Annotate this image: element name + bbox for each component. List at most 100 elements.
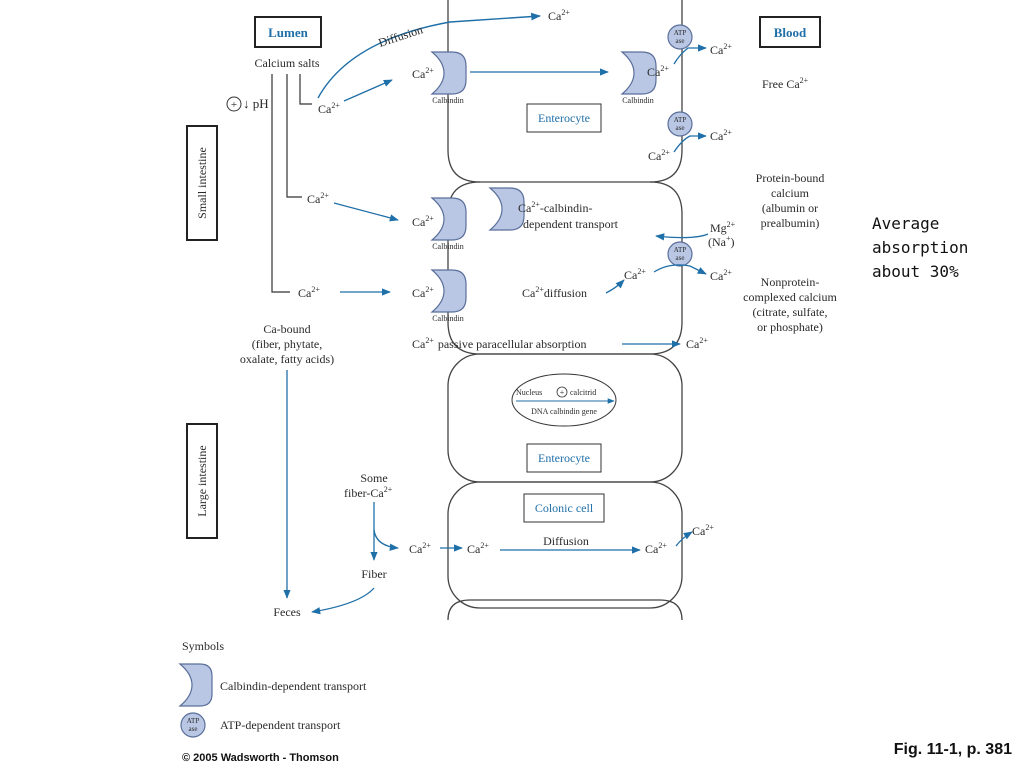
- calbindin-icon: [620, 51, 657, 95]
- svg-text:+: +: [560, 388, 565, 397]
- svg-text:Ca2+: Ca2+: [692, 523, 714, 538]
- svg-text:Ca2+: Ca2+: [412, 214, 434, 229]
- blood-label: Blood: [774, 25, 807, 40]
- svg-text:Ca2+: Ca2+: [318, 101, 340, 116]
- calbindin-icon: [430, 269, 467, 313]
- diffusion-label-colon: Diffusion: [543, 534, 589, 548]
- svg-text:Ca2+: Ca2+: [298, 285, 320, 300]
- svg-text:ase: ase: [189, 725, 198, 733]
- svg-text:Ca2+: Ca2+: [412, 66, 434, 81]
- ca-bound-label: Ca-bound (fiber, phytate, oxalate, fatty…: [240, 322, 334, 366]
- enterocyte-label-1: Enterocyte: [538, 111, 590, 125]
- ca-top-right: Ca2+: [548, 8, 570, 23]
- feces-label: Feces: [273, 605, 301, 619]
- svg-text:ATP: ATP: [187, 717, 200, 725]
- colon-flow-arrows: [311, 502, 693, 615]
- atpase-arrows: [653, 44, 709, 275]
- svg-text:prealbumin): prealbumin): [761, 216, 820, 230]
- blood-ca-labels: Ca2+ Ca2+ Ca2+ Ca2+: [648, 42, 732, 283]
- colonic-cell-box: [523, 493, 605, 523]
- atpase-icon: ATP ase: [667, 24, 693, 50]
- svg-text:Calbindin: Calbindin: [432, 314, 464, 323]
- lumen-label: Lumen: [268, 25, 309, 40]
- free-ca-label: Free Ca2+: [762, 76, 809, 91]
- svg-text:Ca2+: Ca2+: [648, 148, 670, 163]
- ca-paracellular-right: Ca2+: [686, 336, 708, 351]
- svg-text:(citrate, sulfate,: (citrate, sulfate,: [753, 305, 828, 319]
- svg-text:Ca-bound: Ca-bound: [263, 322, 310, 336]
- some-label: Some: [360, 471, 387, 485]
- svg-text:oxalate, fatty acids): oxalate, fatty acids): [240, 352, 334, 366]
- nucleus-label: Nucleus: [516, 388, 542, 397]
- fiber-label: Fiber: [361, 567, 386, 581]
- calcium-salts-label: Calcium salts: [255, 56, 320, 70]
- svg-text:Ca2+: Ca2+: [645, 541, 667, 556]
- ca-diffusion-text: Ca2+diffusion: [522, 285, 587, 300]
- calbindin-transport-text-2: dependent transport: [523, 217, 619, 231]
- diffusion-arrow-cell2: [605, 279, 625, 294]
- large-intestine-box: [186, 423, 218, 539]
- nonprotein-label: Nonprotein- complexed calcium (citrate, …: [743, 275, 837, 334]
- copyright: © 2005 Wadsworth - Thomson: [182, 752, 339, 764]
- ca-cell2-right: Ca2+: [624, 267, 646, 282]
- svg-text:Ca2+: Ca2+: [412, 285, 434, 300]
- svg-text:Ca2+: Ca2+: [307, 191, 329, 206]
- absorption-annotation: Average absorption about 30%: [872, 212, 1012, 284]
- calcitriol-label: calcitrid: [570, 388, 596, 397]
- small-intestine-box: [186, 125, 218, 241]
- large-intestine-label: Large intestine: [195, 445, 209, 516]
- svg-text:↓ pH: ↓ pH: [243, 96, 269, 111]
- svg-text:or phosphate): or phosphate): [757, 320, 823, 334]
- svg-text:ase: ase: [676, 254, 685, 262]
- na-label: (Na+): [708, 234, 735, 249]
- svg-text:Ca2+: Ca2+: [647, 64, 669, 79]
- small-intestine-label: Small intestine: [195, 147, 209, 219]
- nucleus: [511, 373, 617, 427]
- enterocyte-box-2: [526, 443, 602, 473]
- calbindin-icon: [430, 51, 467, 95]
- svg-text:ATP: ATP: [674, 246, 687, 254]
- dna-gene-label: DNA calbindin gene: [531, 407, 597, 416]
- colon-ca-labels: Ca2+ Ca2+ Ca2+ Ca2+: [409, 523, 714, 556]
- svg-text:ase: ase: [676, 37, 685, 45]
- cell-ca-labels: Ca2+ Ca2+ Ca2+ Ca2+: [412, 64, 669, 300]
- calbindin-labels: Calbindin Calbindin Calbindin Calbindin: [432, 96, 654, 323]
- atpase-pumps: ATP ase ATP ase ATP ase: [667, 24, 693, 267]
- svg-text:ATP: ATP: [674, 29, 687, 37]
- ph-indicator: + ↓ pH: [226, 96, 269, 112]
- svg-text:Ca2+: Ca2+: [409, 541, 431, 556]
- colonic-cell-label: Colonic cell: [535, 501, 594, 515]
- legend-calbindin-label: Calbindin-dependent transport: [220, 679, 367, 693]
- colonic-cell: [447, 481, 683, 609]
- svg-text:Ca2+: Ca2+: [467, 541, 489, 556]
- atpase-icon: ATP ase: [667, 111, 693, 137]
- lumen-box: [254, 16, 322, 48]
- mg-label: Mg2+: [710, 220, 736, 235]
- calbindin-icon: [178, 663, 213, 707]
- svg-text:Ca2+: Ca2+: [710, 42, 732, 57]
- symbols-title: Symbols: [182, 639, 224, 653]
- svg-text:(albumin or: (albumin or: [762, 201, 818, 215]
- annotation-line: about 30%: [872, 262, 959, 281]
- calbindin-shapes: [430, 51, 657, 313]
- paracellular-text: Ca2+passive paracellular absorption: [412, 336, 586, 351]
- atpase-icon: ATP ase: [667, 241, 693, 267]
- svg-text:calcium: calcium: [771, 186, 810, 200]
- svg-text:(fiber, phytate,: (fiber, phytate,: [252, 337, 323, 351]
- annotation-line: absorption: [872, 238, 969, 257]
- fiber-ca-label: fiber-Ca2+: [344, 485, 393, 500]
- enterocyte-box-1: [526, 103, 602, 133]
- enterocyte-cell-1: [447, 0, 683, 183]
- figure-reference: Fig. 11-1, p. 381: [893, 741, 1012, 758]
- lumen-ca-labels: Ca2+ Ca2+ Ca2+: [298, 101, 340, 300]
- calbindin-transport-text: Ca2+-calbindin-: [518, 200, 593, 215]
- plus-icon: [556, 386, 568, 398]
- svg-text:ase: ase: [676, 124, 685, 132]
- svg-text:complexed calcium: complexed calcium: [743, 290, 837, 304]
- diffusion-curve-top: [317, 12, 541, 99]
- lumen-to-cell-arrows: [333, 68, 609, 296]
- lumen-flow-lines: [271, 74, 312, 293]
- svg-text:Ca2+: Ca2+: [710, 268, 732, 283]
- diffusion-label-top: Diffusion: [377, 22, 425, 49]
- svg-text:Nonprotein-: Nonprotein-: [761, 275, 820, 289]
